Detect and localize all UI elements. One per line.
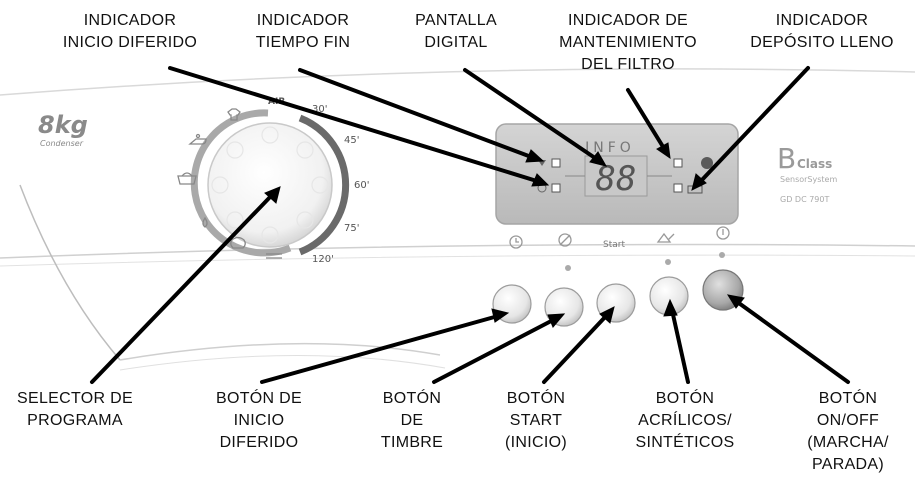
- display-panel: INFO 88: [495, 123, 739, 225]
- panel-mid-edge-2: [0, 254, 915, 267]
- label-boton-timbre: BOTÓN DE TIMBRE: [380, 390, 444, 451]
- model-number: GD DC 790T: [780, 195, 829, 204]
- drop-icon: [202, 216, 208, 228]
- panel-top-edge: [0, 68, 915, 96]
- arrow-acrilicos: [670, 308, 690, 384]
- dial-knob[interactable]: [207, 122, 333, 248]
- dial-label-75: 75': [344, 223, 359, 234]
- arrow-tiempo-fin: [298, 68, 536, 160]
- power-icon: [716, 226, 730, 240]
- arrowhead-tiempo-fin: [525, 149, 545, 163]
- arrow-onoff: [734, 299, 850, 384]
- dial-program-icons: [177, 108, 282, 259]
- acrylic-icon: [656, 232, 675, 243]
- class-word: Class: [797, 157, 832, 171]
- deposito-led: [673, 183, 683, 193]
- arrow-boton-inicio: [260, 314, 500, 384]
- label-selector-programa: SELECTOR DE PROGRAMA: [17, 390, 133, 429]
- button-leds: [565, 252, 725, 271]
- arrowhead-onoff: [726, 294, 745, 309]
- basket-icon: [177, 172, 197, 185]
- dial-arc-left: [190, 109, 292, 257]
- arrowhead-filtro: [656, 142, 671, 160]
- dial-arc-right: [298, 114, 350, 256]
- arrowhead-selector: [264, 186, 281, 204]
- panel-mid-edge: [0, 243, 915, 259]
- door-edge: [19, 184, 121, 361]
- arrow-deposito: [698, 66, 810, 184]
- label-boton-start: BOTÓN START (INICIO): [505, 390, 567, 451]
- arrowhead-deposito: [691, 173, 707, 191]
- door-bottom-edge: [119, 342, 441, 361]
- arrow-start: [542, 313, 609, 384]
- arrow-pantalla: [463, 68, 600, 162]
- hanger-icon: [266, 253, 282, 259]
- arrowhead-pantalla: [589, 151, 608, 167]
- callout-arrows: [90, 66, 850, 384]
- label-boton-inicio-diferido: BOTÓN DE INICIO DIFERIDO: [216, 390, 302, 451]
- dial-label-30: 30': [312, 104, 327, 115]
- arrow-filtro: [626, 88, 667, 152]
- label-pantalla-digital: PANTALLA DIGITAL: [415, 12, 497, 51]
- arrow-selector: [90, 193, 274, 384]
- door-bottom-edge-2: [119, 354, 446, 371]
- sheep-icon: [230, 236, 246, 249]
- tiempo-fin-led: [551, 158, 561, 168]
- digital-digits: 88: [596, 159, 637, 199]
- label-indicador-tiempo-fin: INDICADOR TIEMPO FIN: [255, 12, 351, 51]
- class-letter: B: [777, 142, 796, 175]
- label-boton-acrilicos: BOTÓN ACRÍLICOS/ SINTÉTICOS: [635, 390, 735, 451]
- label-indicador-inicio-diferido: INDICADOR INICIO DIFERIDO: [62, 12, 198, 51]
- dial-label-45: 45': [344, 135, 359, 146]
- condenser-text: Condenser: [40, 139, 84, 148]
- button-icons: [509, 226, 730, 249]
- dial-scallops: [211, 126, 329, 244]
- shirt-icon: [227, 108, 241, 121]
- display-info-title: INFO: [585, 140, 635, 156]
- inicio-diferido-led: [551, 183, 561, 193]
- status-light: [701, 157, 713, 169]
- arrowhead-inicio-diferido: [531, 173, 550, 187]
- arrowhead-start: [599, 306, 615, 324]
- arrowhead-timbre: [547, 313, 566, 328]
- dial-label-120: 120': [312, 254, 334, 265]
- filtro-led: [673, 158, 683, 168]
- delay-icon: [509, 235, 523, 249]
- label-indicador-filtro: INDICADOR DE MANTENIMIENTO DEL FILTRO: [559, 12, 697, 73]
- label-indicador-deposito: INDICADOR DEPÓSITO LLENO: [750, 12, 894, 51]
- dial-label-60: 60': [354, 180, 369, 191]
- arrow-inicio-diferido: [168, 66, 542, 184]
- iron-icon: [188, 133, 207, 145]
- start-label: Start: [603, 240, 625, 250]
- program-dial[interactable]: [190, 109, 350, 257]
- capacity-text: 8kg: [38, 111, 88, 139]
- mute-bell-icon: [558, 233, 572, 247]
- arrowhead-acrilicos: [663, 298, 678, 317]
- arrowhead-boton-inicio: [491, 308, 510, 323]
- label-boton-onoff: BOTÓN ON/OFF (MARCHA/ PARADA): [807, 390, 889, 473]
- arrow-timbre: [432, 317, 557, 384]
- class-sub: SensorSystem: [780, 175, 837, 184]
